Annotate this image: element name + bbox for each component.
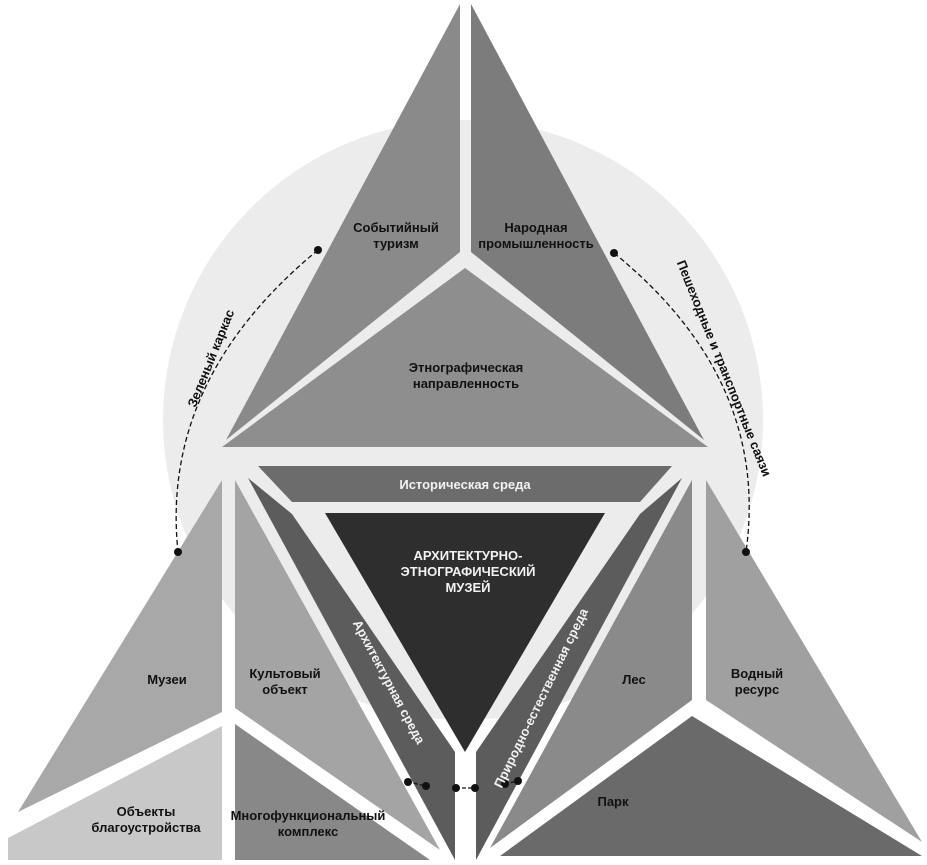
panel-natural bbox=[476, 478, 682, 860]
label-water-2: ресурс bbox=[735, 682, 779, 697]
label-multifunctional-2: комплекс bbox=[278, 824, 338, 839]
arc-green-frame bbox=[175, 249, 319, 553]
label-water-1: Водный bbox=[731, 666, 783, 681]
panel-water bbox=[706, 480, 922, 842]
panel-cult bbox=[235, 480, 440, 850]
label-folk-industry-2: промышленность bbox=[478, 236, 594, 251]
panel-museums bbox=[18, 480, 222, 812]
connector-dashes bbox=[407, 780, 519, 789]
arc-transport bbox=[613, 252, 750, 553]
panel-event-tourism bbox=[226, 4, 460, 440]
label-cult-1: Культовый bbox=[249, 666, 320, 681]
label-ethnographic-2: направленность bbox=[413, 376, 519, 391]
panel-folk-industry bbox=[471, 4, 704, 440]
panel-architectural bbox=[248, 478, 455, 860]
label-landscaping-1: Объекты bbox=[117, 804, 176, 819]
label-ethnographic-1: Этнографическая bbox=[409, 360, 524, 375]
panel-ethnographic bbox=[222, 268, 708, 447]
center-triangle bbox=[325, 513, 605, 752]
label-folk-industry-1: Народная bbox=[504, 220, 567, 235]
label-museums: Музеи bbox=[147, 672, 186, 687]
panel-landscaping bbox=[8, 726, 222, 860]
panel-park bbox=[500, 716, 922, 856]
label-event-tourism-2: туризм bbox=[373, 236, 418, 251]
label-cult-2: объект bbox=[262, 682, 307, 697]
panel-forest bbox=[490, 480, 692, 848]
label-forest: Лес bbox=[622, 672, 645, 687]
center-line-2: ЭТНОГРАФИЧЕСКИЙ bbox=[401, 564, 536, 579]
label-landscaping-2: благоустройства bbox=[91, 820, 201, 835]
panel-historical bbox=[258, 466, 672, 502]
label-multifunctional-1: Многофункциональный bbox=[231, 808, 386, 823]
center-line-1: АРХИТЕКТУРНО- bbox=[414, 548, 523, 563]
label-park: Парк bbox=[597, 794, 629, 809]
center-line-3: МУЗЕЙ bbox=[445, 580, 490, 595]
label-historical: Историческая среда bbox=[399, 477, 531, 492]
label-event-tourism-1: Событийный bbox=[353, 220, 439, 235]
panel-multifunctional bbox=[235, 724, 430, 860]
